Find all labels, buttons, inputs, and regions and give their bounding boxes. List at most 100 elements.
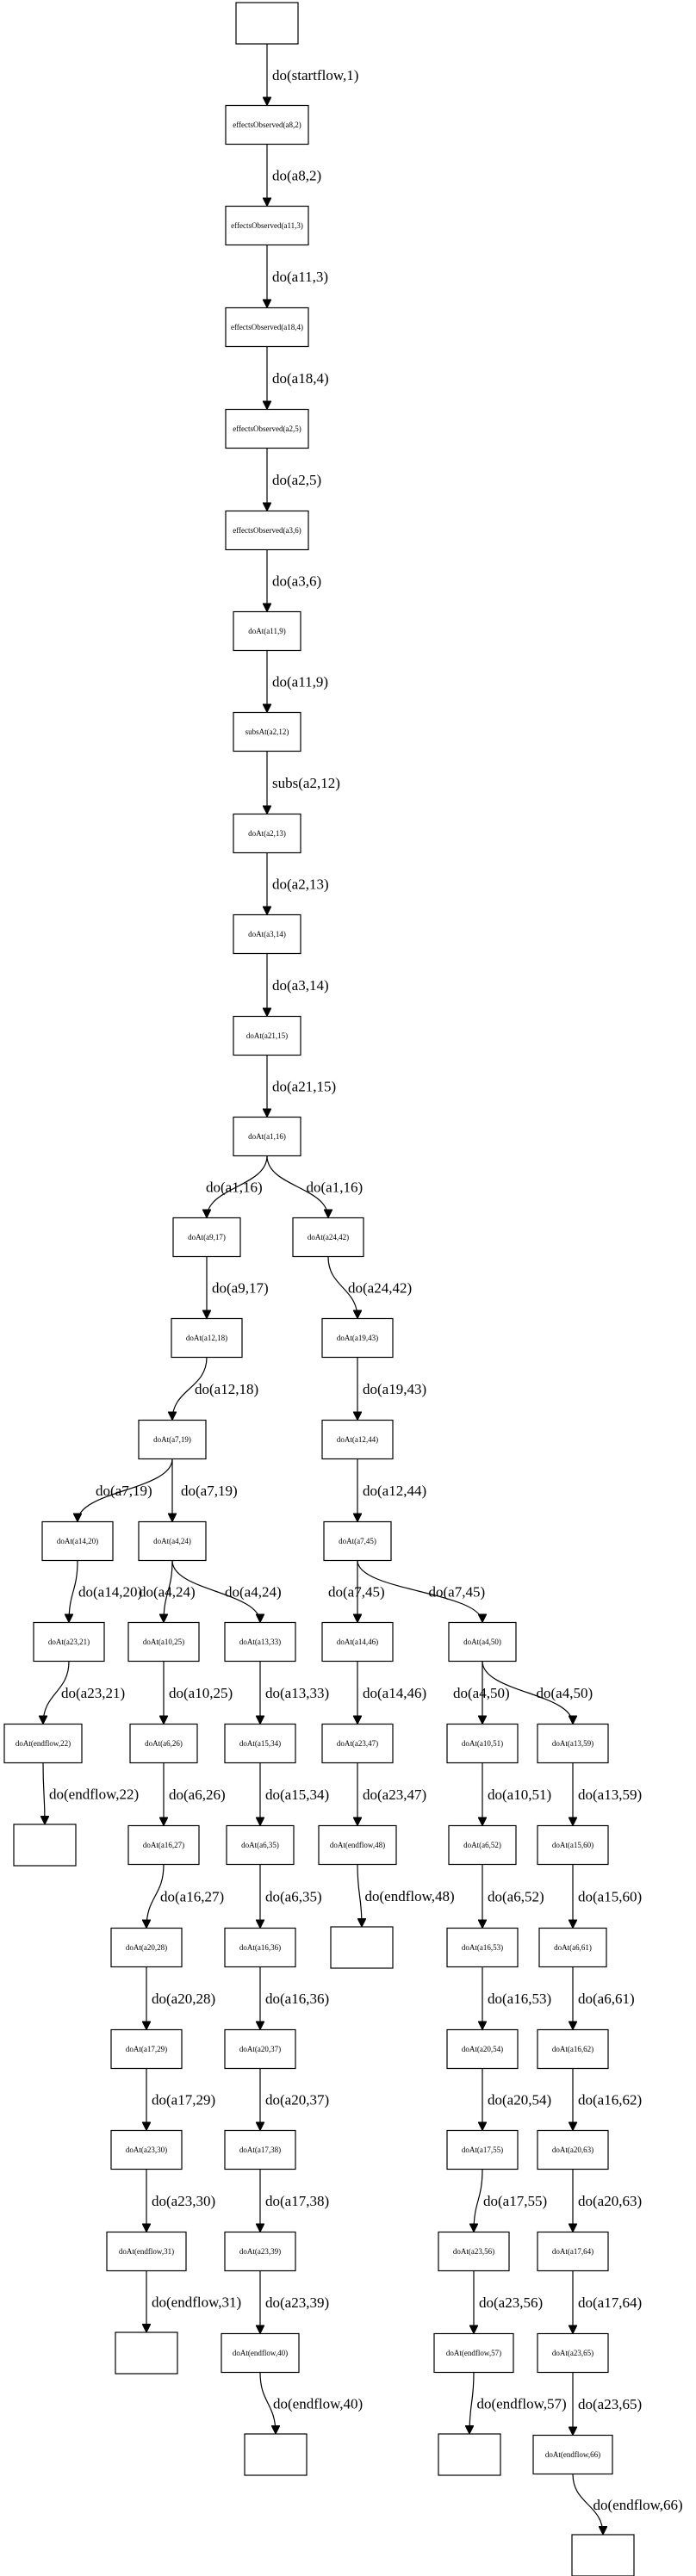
node-box <box>225 510 309 551</box>
node-doat-a23-39: doAt(a23,39) <box>224 2231 296 2272</box>
node-label: doAt(a20,63) <box>552 2146 593 2154</box>
edge-label: do(a10,25) <box>169 1685 233 1701</box>
node-label: doAt(a10,25) <box>143 1638 184 1646</box>
node-doat-a19-43: doAt(a19,43) <box>321 1317 394 1359</box>
edge-label: do(a15,60) <box>578 1889 642 1905</box>
node-label: effectsObserved(a8,2) <box>233 121 301 129</box>
node-doat-a15-60: doAt(a15,60) <box>537 1824 609 1866</box>
node-doat-a20-28: doAt(a20,28) <box>110 1927 183 1968</box>
edge-label: do(a13,59) <box>578 1786 642 1803</box>
node-doat-endflow-40: doAt(endflow,40) <box>221 2332 300 2374</box>
node-box <box>321 1621 394 1663</box>
node-doat-a20-37: doAt(a20,37) <box>224 2028 296 2070</box>
node-doat-a17-55: doAt(a17,55) <box>446 2129 519 2170</box>
edge-arrow <box>357 1864 362 1928</box>
node-doat-a16-62: doAt(a16,62) <box>537 2028 609 2070</box>
node-box <box>446 1927 519 1968</box>
node-doat-a9-17: doAt(a9,17) <box>172 1217 241 1258</box>
edge-label: do(a2,5) <box>272 472 321 488</box>
node-empty <box>244 2433 308 2476</box>
node-box <box>127 1824 200 1866</box>
node-label: doAt(a23,65) <box>552 2349 593 2357</box>
node-box <box>127 1621 200 1663</box>
node-box <box>537 2028 609 2070</box>
node-effectsobserved-a18-4: effectsObserved(a18,4) <box>225 307 309 348</box>
node-label: effectsObserved(a18,4) <box>231 323 303 331</box>
edge-label: subs(a2,12) <box>272 775 340 791</box>
edge-label: do(a23,65) <box>578 2396 642 2412</box>
node-box <box>13 1824 77 1867</box>
node-empty <box>438 2433 501 2476</box>
node-label: doAt(a14,20) <box>57 1537 98 1545</box>
edges: do(startflow,1)do(a8,2)do(a11,3)do(a18,4… <box>43 44 683 2535</box>
node-box <box>323 1520 392 1562</box>
edge-label: do(a21,15) <box>272 1079 336 1095</box>
node-doat-a12-18: doAt(a12,18) <box>171 1317 243 1359</box>
node-box <box>446 1723 519 1764</box>
node-doat-a6-35: doAt(a6,35) <box>226 1824 295 1866</box>
node-doat-a24-42: doAt(a24,42) <box>292 1217 364 1258</box>
node-box <box>110 2028 183 2070</box>
edge-label: do(a20,37) <box>265 2092 329 2108</box>
node-label: subsAt(a2,12) <box>245 728 289 736</box>
node-box <box>106 2231 187 2272</box>
edge-arrow <box>259 2372 276 2435</box>
node-label: doAt(a20,54) <box>462 2045 503 2053</box>
node-box <box>235 2 299 45</box>
edge-arrow <box>572 2474 603 2536</box>
node-box <box>244 2433 308 2476</box>
edge-label: do(a16,53) <box>488 1991 551 2007</box>
edge-arrow <box>266 1155 328 1218</box>
node-label: doAt(a21,15) <box>246 1031 288 1040</box>
node-label: doAt(a4,24) <box>153 1537 191 1545</box>
edge-label: do(a24,42) <box>348 1280 412 1297</box>
edge-label: do(a3,6) <box>272 573 321 590</box>
node-doat-a17-38: doAt(a17,38) <box>224 2129 296 2170</box>
node-doat-a11-9: doAt(a11,9) <box>233 610 301 652</box>
node-label: doAt(a16,62) <box>552 2045 593 2053</box>
node-box <box>330 1926 394 1969</box>
node-box <box>448 1824 517 1866</box>
node-label: doAt(a17,64) <box>552 2247 593 2256</box>
node-label: doAt(a9,17) <box>188 1233 226 1242</box>
node-label: doAt(a11,9) <box>248 627 285 635</box>
node-box <box>224 2028 296 2070</box>
node-label: doAt(a6,35) <box>241 1841 279 1849</box>
node-box <box>233 1116 301 1157</box>
node-effectsobserved-a8-2: effectsObserved(a8,2) <box>225 104 309 146</box>
node-label: doAt(a7,19) <box>153 1435 191 1444</box>
node-doat-endflow-22: doAt(endflow,22) <box>3 1723 83 1764</box>
edge-label: do(a11,9) <box>272 674 328 690</box>
edge-arrow <box>469 2372 475 2435</box>
node-label: doAt(a1,16) <box>248 1132 286 1141</box>
edge-label: do(a23,47) <box>363 1786 426 1803</box>
node-box <box>438 2231 510 2272</box>
node-doat-a23-30: doAt(a23,30) <box>110 2129 183 2170</box>
edge-arrow <box>357 1560 482 1623</box>
node-label: doAt(endflow,40) <box>233 2349 288 2357</box>
edge-label: do(a12,18) <box>195 1381 258 1397</box>
edge-label: do(a20,28) <box>152 1991 215 2007</box>
node-empty <box>571 2534 635 2576</box>
edge-label: do(a14,20) <box>78 1584 142 1601</box>
node-doat-a6-52: doAt(a6,52) <box>448 1824 517 1866</box>
edge-label: do(a4,50) <box>453 1685 510 1701</box>
edge-label: do(a23,39) <box>265 2294 329 2311</box>
edge-label: do(a16,36) <box>265 1991 329 2007</box>
edge-arrow <box>69 1560 78 1623</box>
node-box <box>221 2332 300 2374</box>
node-empty <box>235 2 299 45</box>
edge-label: do(a4,24) <box>139 1584 196 1601</box>
edge-label: do(a6,61) <box>578 1991 635 2007</box>
edge-label: do(a6,26) <box>169 1786 226 1803</box>
node-box <box>532 2434 613 2475</box>
node-doat-a14-46: doAt(a14,46) <box>321 1621 394 1663</box>
edge-label: do(a2,13) <box>272 876 329 893</box>
node-label: doAt(endflow,66) <box>545 2450 600 2459</box>
node-box <box>233 913 301 955</box>
node-label: doAt(a12,44) <box>337 1435 378 1444</box>
node-label: doAt(a6,26) <box>145 1739 183 1748</box>
node-label: doAt(a16,36) <box>239 1943 281 1952</box>
edge-label: do(a7,45) <box>429 1584 486 1601</box>
edge-label: do(a4,24) <box>225 1584 282 1601</box>
